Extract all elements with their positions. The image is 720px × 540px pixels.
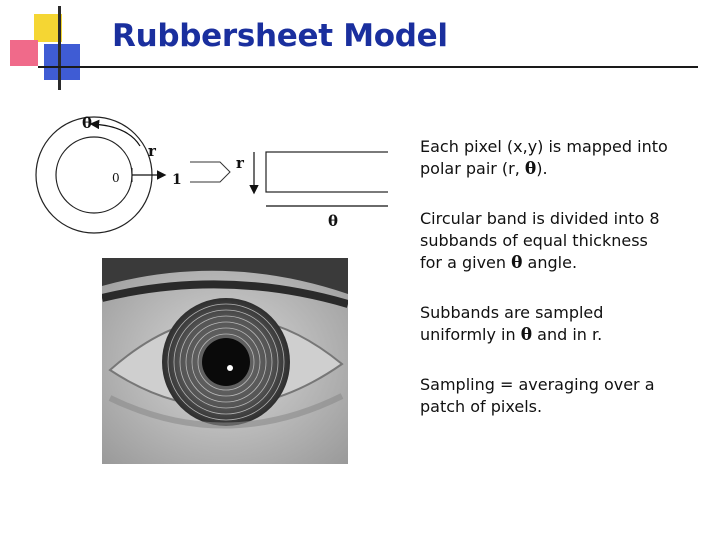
paragraph-subbands: Circular band is divided into 8 subbands… xyxy=(420,208,710,274)
zero-label: 0 xyxy=(112,171,120,185)
one-label: 1 xyxy=(172,172,182,188)
theta-label-bottom: θ xyxy=(328,212,338,230)
paragraph-pixel-mapping: Each pixel (x,y) is mapped into polar pa… xyxy=(420,136,710,180)
mapping-arrow-icon xyxy=(190,161,231,183)
inner-circle xyxy=(55,136,133,214)
theta-symbol: θ xyxy=(520,325,533,345)
text-run: Each pixel (x,y) is mapped into polar pa… xyxy=(420,137,668,178)
decor-vertical-line xyxy=(58,6,61,90)
text-run: and in r. xyxy=(532,325,603,344)
slide-title: Rubbersheet Model xyxy=(112,18,448,54)
text-column: Each pixel (x,y) is mapped into polar pa… xyxy=(420,136,710,446)
paragraph-sampling-average: Sampling = averaging over a patch of pix… xyxy=(420,375,655,416)
title-underline xyxy=(38,66,698,68)
r-label-rect: r xyxy=(236,154,245,172)
theta-label-top: θ xyxy=(82,114,92,132)
text-run: ). xyxy=(536,159,548,178)
r-label-circle: r xyxy=(148,142,157,160)
paragraph-sampling-uniform: Subbands are sampled uniformly in θ and … xyxy=(420,302,710,346)
theta-arc-arrow xyxy=(89,119,141,147)
decor-red-square xyxy=(10,40,38,66)
decor-blue-square xyxy=(44,44,80,80)
decor-yellow-square xyxy=(34,14,62,42)
theta-symbol: θ xyxy=(524,159,537,179)
text-run: Subbands are sampled uniformly in xyxy=(420,303,604,344)
theta-symbol: θ xyxy=(511,253,523,273)
text-run: Circular band is divided into 8 subbands… xyxy=(420,209,660,272)
rubbersheet-diagram: θ r 0 1 r θ xyxy=(35,114,388,234)
eye-photograph xyxy=(102,258,348,464)
unwrapped-rectangle xyxy=(265,151,388,193)
text-run: angle. xyxy=(522,253,578,272)
